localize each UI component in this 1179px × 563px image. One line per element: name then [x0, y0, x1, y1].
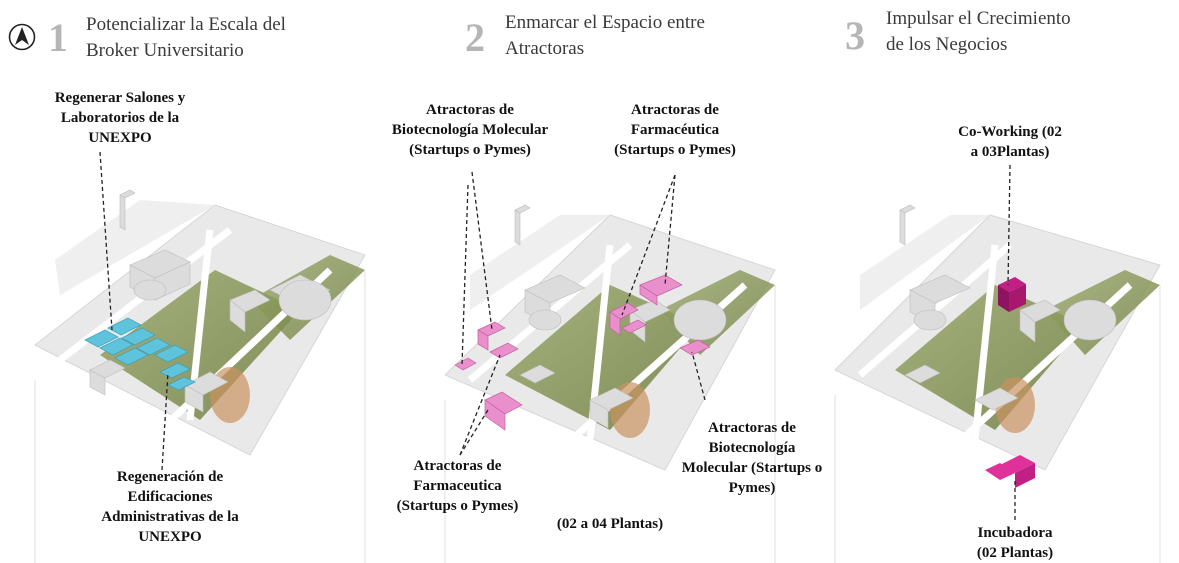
north-arrow-icon [8, 23, 36, 51]
highlight-pink-buildings [454, 274, 711, 431]
panel-1-city [34, 151, 366, 471]
highlight-magenta-buildings [985, 277, 1035, 488]
step-2-number: 2 [465, 15, 485, 60]
label-line: Atractoras de [631, 102, 719, 118]
panel-2-city [444, 171, 776, 471]
label-incubadora: Incubadora (02 Plantas) [945, 523, 1085, 563]
label-line: Regenerar Salones y [54, 90, 186, 106]
label-line: Atractoras de [413, 458, 502, 474]
label-biotecnologia-top: Atractoras de Biotecnología Molecular (S… [370, 100, 570, 160]
label-line: Biotecnología [708, 440, 796, 456]
label-line: Molecular (Startups o [681, 460, 823, 476]
label-line: Laboratorios de la [60, 110, 180, 126]
label-line: UNEXPO [138, 529, 202, 545]
step-3-title-line: de los Negocios [886, 34, 1008, 55]
label-line: (Startups o Pymes) [614, 142, 736, 158]
label-line: Regeneración de [116, 469, 224, 485]
highlight-cyan-buildings [84, 317, 196, 391]
label-line: Atractoras de [708, 420, 796, 436]
label-line: (Startups o Pymes) [396, 498, 519, 514]
label-line: Farmacéutica [630, 122, 720, 138]
label-line: Pymes) [728, 480, 776, 496]
label-line: Administrativas de la [101, 509, 239, 525]
label-line: (Startups o Pymes) [409, 142, 531, 158]
step-1-title: Potencializar la Escala del Broker Unive… [86, 12, 346, 64]
label-regeneracion-edificaciones: Regeneración de Edificaciones Administra… [80, 467, 260, 547]
label-line: UNEXPO [88, 130, 152, 146]
step-1-title-line: Potencializar la Escala del [86, 14, 286, 35]
label-line: Farmaceutica [413, 478, 502, 494]
step-2-title: Enmarcar el Espacio entre Atractoras [505, 10, 765, 62]
step-2-title-line: Atractoras [505, 38, 585, 59]
step-3-title-line: Impulsar el Crecimiento [886, 8, 1071, 29]
label-co-working: Co-Working (02 a 03Plantas) [930, 122, 1090, 162]
label-line: (02 a 04 Plantas) [556, 516, 664, 532]
panel-3-city [834, 164, 1161, 520]
step-1-number: 1 [48, 15, 68, 60]
label-line: Biotecnología Molecular [391, 122, 549, 138]
step-3-number: 3 [845, 13, 865, 58]
label-biotecnologia-bottom: Atractoras de Biotecnología Molecular (S… [662, 418, 842, 498]
label-line: Edificaciones [127, 489, 213, 505]
label-line: (02 Plantas) [976, 545, 1054, 561]
label-line: Atractoras de [426, 102, 514, 118]
step-2-title-line: Enmarcar el Espacio entre [505, 12, 705, 33]
label-regenerar-salones: Regenerar Salones y Laboratorios de la U… [20, 88, 220, 148]
label-plantas-count: (02 a 04 Plantas) [535, 514, 685, 534]
label-line: Incubadora [977, 525, 1053, 541]
step-3-title: Impulsar el Crecimiento de los Negocios [886, 6, 1146, 58]
label-farmaceutica-top: Atractoras de Farmacéutica (Startups o P… [590, 100, 760, 160]
step-1-title-line: Broker Universitario [86, 40, 244, 61]
label-line: a 03Plantas) [970, 144, 1050, 160]
label-farmaceutica-bottom: Atractoras de Farmaceutica (Startups o P… [370, 456, 545, 516]
label-line: Co-Working (02 [958, 124, 1062, 140]
